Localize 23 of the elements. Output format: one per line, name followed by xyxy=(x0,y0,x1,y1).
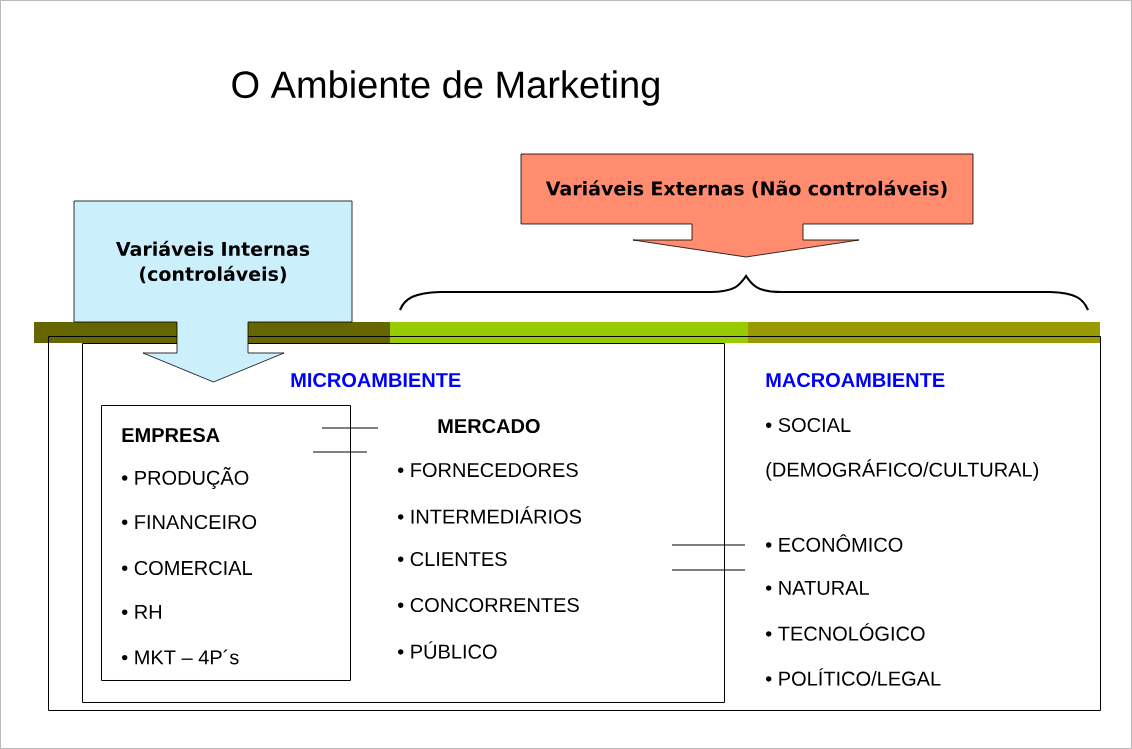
list-item: • CLIENTES xyxy=(398,551,507,567)
list-item: • PÚBLICO xyxy=(398,641,497,659)
list-item: • COMERCIAL xyxy=(122,560,252,576)
box xyxy=(82,343,725,703)
box xyxy=(101,405,351,681)
list-item: • RH xyxy=(122,605,161,619)
title: O Ambiente de Marketing xyxy=(232,70,659,106)
list-item: • INTERMEDIÁRIOS xyxy=(398,506,582,524)
list-item: • POLÍTICO/LEGAL xyxy=(766,668,941,686)
section-heading: MACROAMBIENTE xyxy=(766,372,945,388)
list-item: • MKT – 4P´s xyxy=(122,649,239,665)
list-item: • FINANCEIRO xyxy=(122,514,257,530)
group-heading: MERCADO xyxy=(438,418,540,434)
list-item: • ECONÔMICO xyxy=(766,534,903,552)
group-heading: EMPRESA xyxy=(122,427,220,443)
box xyxy=(48,336,1101,711)
list-item: • TECNOLÓGICO xyxy=(766,623,925,641)
list-item: • SOCIAL xyxy=(766,417,851,433)
list-item: • NATURAL xyxy=(766,581,869,595)
list-item: • FORNECEDORES xyxy=(398,462,578,478)
list-item: (DEMOGRÁFICO/CULTURAL) xyxy=(766,459,1039,481)
list-item: • PRODUÇÃO xyxy=(122,467,249,489)
list-item: • CONCORRENTES xyxy=(398,597,579,613)
